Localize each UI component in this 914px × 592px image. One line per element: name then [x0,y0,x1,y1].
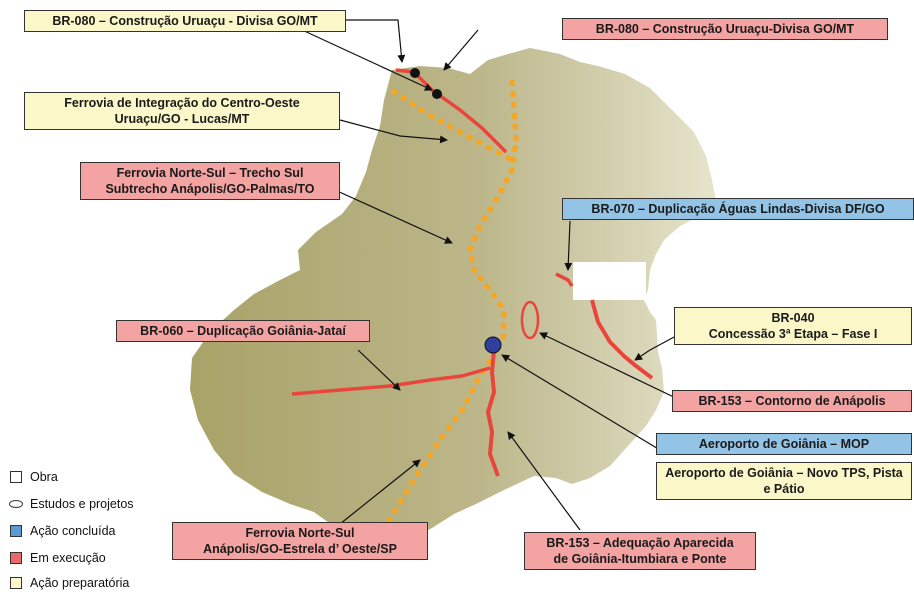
label-text: BR-080 – Construção Uruaçu-Divisa GO/MT [595,22,855,36]
road-br070-line [555,272,574,287]
label-text-line-2: e Pátio [763,482,805,496]
legend-item-estudos: Estudos e projetos [9,495,134,513]
label-text-line-2: de Goiânia-Itumbiara e Ponte [553,552,727,566]
legend-item-concluida: Ação concluída [10,522,115,540]
label-text-line-2: Anápolis/GO-Estrela d’ Oeste/SP [203,542,397,556]
label-br080-execucao: BR-080 – Construção Uruaçu-Divisa GO/MT [562,18,888,40]
legend-swatch-preparatoria [10,577,22,589]
label-text: BR-070 – Duplicação Águas Lindas-Divisa … [591,202,885,216]
distrito-federal-shape [573,262,646,300]
label-br153-contorno: BR-153 – Contorno de Anápolis [672,390,912,412]
railway-fico-line [390,87,514,163]
legend-label: Estudos e projetos [30,497,134,511]
legend-label: Ação preparatória [30,576,130,590]
uruacu-marker-1 [410,68,420,78]
road-br060-line [291,366,491,396]
legend-swatch-estudos-ellipse [9,500,23,508]
label-aeroporto-tps: Aeroporto de Goiânia – Novo TPS, Pista e… [656,462,912,500]
leader-arrows [299,19,681,541]
legend-swatch-obra [10,471,22,483]
label-text-line-1: Ferrovia Norte-Sul [245,526,355,540]
legend-item-obra: Obra [10,468,58,486]
label-text: BR-153 – Contorno de Anápolis [698,394,886,408]
railway-norte-sul-south-line [375,348,499,542]
railway-norte-sul-north-line [467,79,519,352]
uruacu-marker-2 [432,89,442,99]
label-fico: Ferrovia de Integração do Centro-Oeste U… [24,92,340,130]
label-br040: BR-040 Concessão 3ª Etapa – Fase I [674,307,912,345]
label-text-line-1: BR-153 – Adequação Aparecida [546,536,734,550]
label-br060: BR-060 – Duplicação Goiânia-Jataí [116,320,370,342]
label-text-line-1: BR-040 [771,311,815,325]
label-aeroporto-mop: Aeroporto de Goiânia – MOP [656,433,912,455]
label-br080-preparatoria: BR-080 – Construção Uruaçu - Divisa GO/M… [24,10,346,32]
label-br070: BR-070 – Duplicação Águas Lindas-Divisa … [562,198,914,220]
label-ferrovia-norte-sul-sul: Ferrovia Norte-Sul Anápolis/GO-Estrela d… [172,522,428,560]
label-br153-adequacao: BR-153 – Adequação Aparecida de Goiânia-… [524,532,756,570]
legend-label: Obra [30,470,58,484]
legend-swatch-execucao [10,552,22,564]
label-text: BR-080 – Construção Uruaçu - Divisa GO/M… [52,14,318,28]
legend-label: Ação concluída [30,524,116,538]
label-text-line-1: Ferrovia de Integração do Centro-Oeste [64,96,300,110]
label-text: Aeroporto de Goiânia – MOP [698,437,870,451]
road-br040-line [590,299,654,380]
legend-item-preparatoria: Ação preparatória [10,574,129,592]
label-text-line-2: Subtrecho Anápolis/GO-Palmas/TO [105,182,315,196]
label-text: BR-060 – Duplicação Goiânia-Jataí [140,324,346,338]
legend-swatch-concluida [10,525,22,537]
airport-marker [484,336,502,354]
label-text-line-1: Ferrovia Norte-Sul – Trecho Sul [116,166,304,180]
road-br153-line [485,349,500,477]
legend-label: Em execução [30,551,106,565]
state-goias-shape [190,48,716,544]
label-text-line-2: Uruaçu/GO - Lucas/MT [114,112,250,126]
label-text-line-1: Aeroporto de Goiânia – Novo TPS, Pista [665,466,903,480]
label-text-line-2: Concessão 3ª Etapa – Fase I [708,327,878,341]
label-ferrovia-norte-sul-trecho-sul: Ferrovia Norte-Sul – Trecho Sul Subtrech… [80,162,340,200]
legend-item-execucao: Em execução [10,549,106,567]
contorno-anapolis-ellipse [520,300,540,340]
